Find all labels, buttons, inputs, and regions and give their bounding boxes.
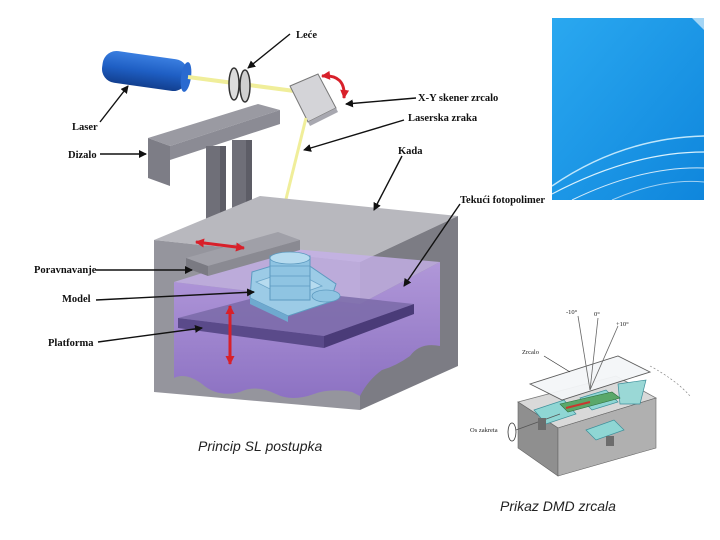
label-laser-beam: Laserska zraka (408, 113, 478, 124)
label-leveling: Poravnavanje (34, 265, 97, 276)
dmd-label-minus10: -10° (566, 309, 578, 316)
label-platform: Platforma (48, 338, 94, 349)
label-xy-scanner: X-Y skener zrcalo (418, 93, 498, 104)
label-kada: Kada (398, 146, 423, 157)
caption-dmd-mirror: Prikaz DMD zrcala (500, 498, 616, 514)
xy-scanner-mirror (289, 73, 338, 126)
label-lece: Leće (296, 30, 317, 41)
label-dizalo: Dizalo (68, 150, 97, 161)
label-model: Model (62, 294, 91, 305)
dmd-label-axis: Os zakreta (470, 427, 498, 434)
dmd-label-zrcalo: Zrcalo (522, 349, 539, 356)
dmd-mirror-diagram (507, 315, 691, 477)
caption-sl-process: Princip SL postupka (198, 438, 323, 454)
dmd-label-plus10: +10° (616, 321, 629, 328)
label-laser: Laser (72, 122, 98, 133)
model (249, 251, 341, 322)
leveling-motion-arrow (195, 238, 245, 252)
mirror-rotation-arrow (321, 70, 350, 99)
laser-unit (102, 50, 192, 92)
leader-lines (95, 33, 461, 343)
corner-decoration (552, 18, 704, 200)
label-photopolymer: Tekući fotopolimer (460, 195, 545, 206)
lens (228, 67, 251, 103)
dmd-label-zero: 0° (594, 311, 600, 318)
